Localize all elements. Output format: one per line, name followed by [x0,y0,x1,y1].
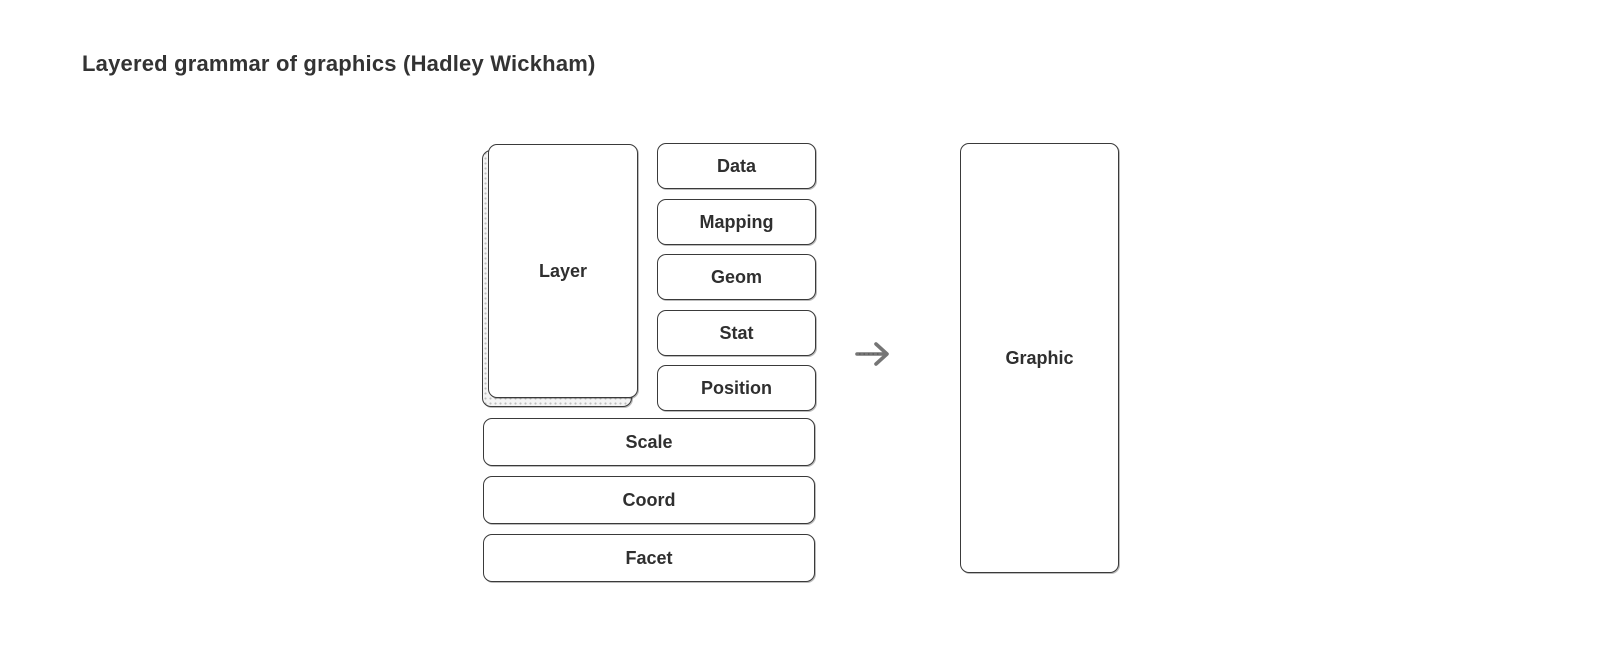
right-arrow-icon [853,339,895,369]
geom-label: Geom [710,266,762,287]
layer-label: Layer [538,260,588,281]
mapping-label: Mapping [699,211,774,232]
position-label: Position [701,377,772,398]
position-box: Position [657,365,816,411]
graphic-label: Graphic [1005,347,1074,368]
stat-box: Stat [657,310,816,356]
stat-label: Stat [719,322,754,343]
graphic-box: Graphic [960,143,1119,573]
scale-label: Scale [625,431,673,452]
data-box: Data [657,143,816,189]
facet-label: Facet [625,547,673,568]
scale-box: Scale [483,418,815,466]
page-title: Layered grammar of graphics (Hadley Wick… [82,51,596,76]
right-arrow-svg [855,342,889,366]
coord-label: Coord [622,489,676,510]
mapping-box: Mapping [657,199,816,245]
coord-box: Coord [483,476,815,524]
layer-box: Layer [488,144,638,398]
geom-box: Geom [657,254,816,300]
facet-box: Facet [483,534,815,582]
data-label: Data [716,155,756,176]
